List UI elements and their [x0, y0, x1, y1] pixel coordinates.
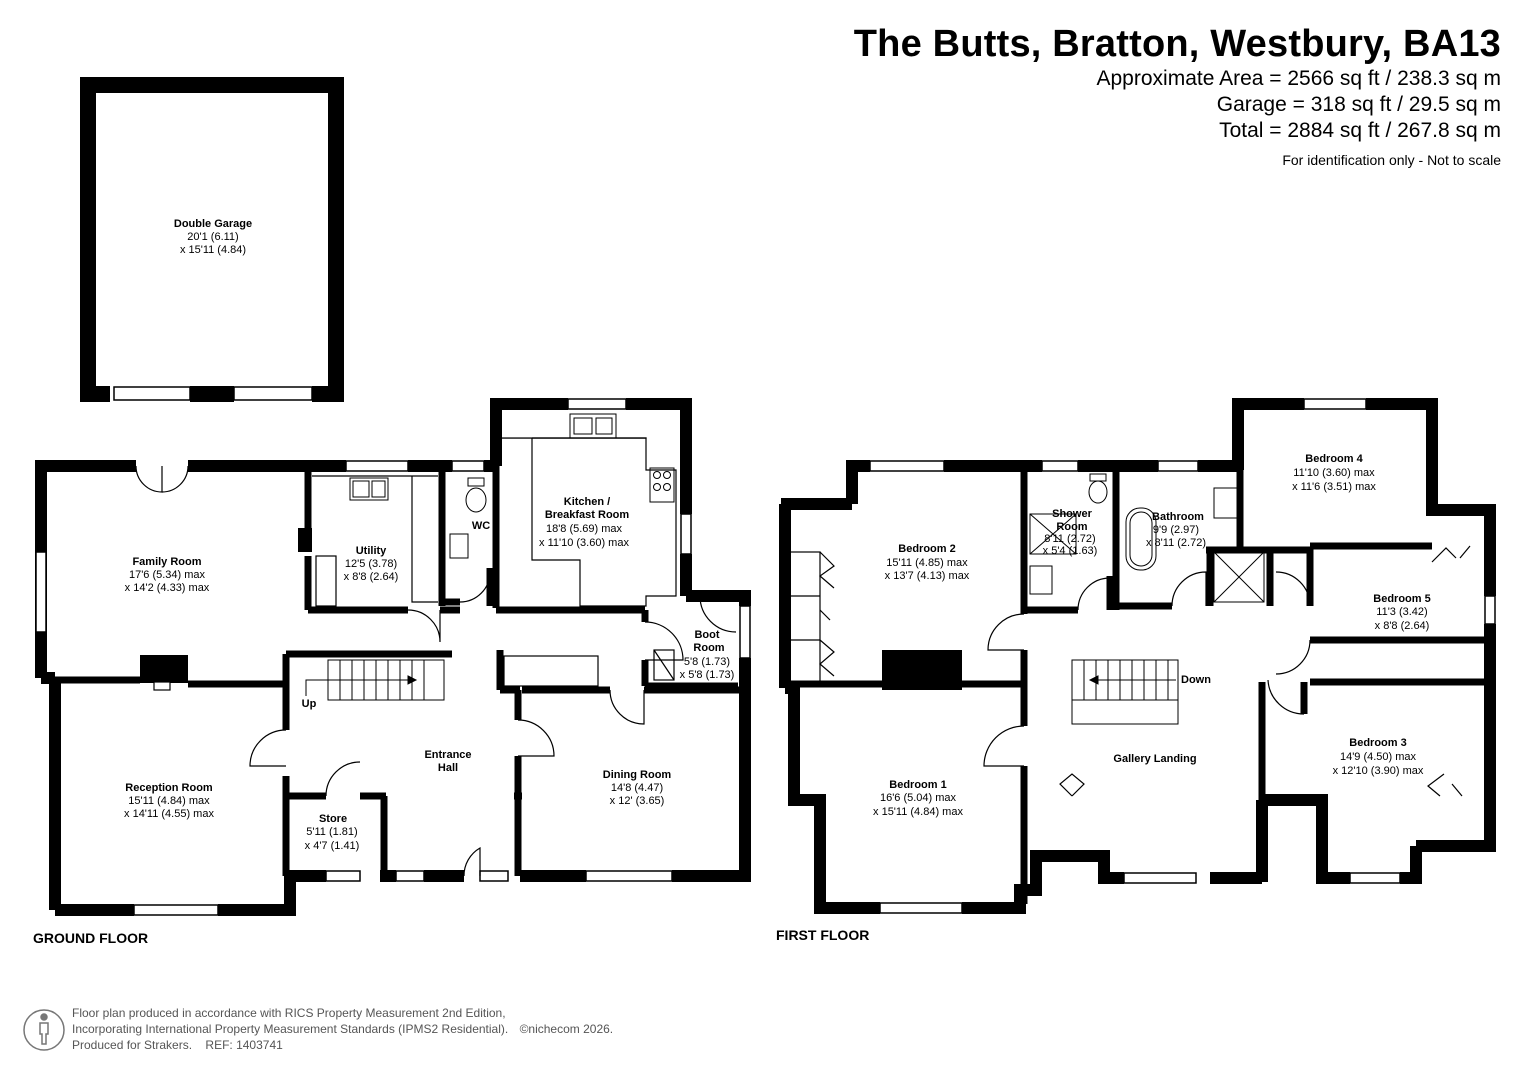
boot-room-name2: Room — [693, 642, 724, 654]
bedroom4-dim1: 11'10 (3.60) max — [1293, 467, 1375, 479]
toilet-icon — [465, 477, 487, 513]
garage-door-left — [113, 386, 191, 401]
hob-icon — [649, 467, 675, 503]
bathroom-dim2: x 8'11 (2.72) — [1146, 537, 1206, 549]
footer-line1: Floor plan produced in accordance with R… — [72, 1006, 506, 1020]
family-room-dim2: x 14'2 (4.33) max — [125, 582, 210, 594]
footer: Floor plan produced in accordance with R… — [72, 1005, 613, 1053]
footer-copyright: ©nichecom 2026. — [519, 1022, 614, 1036]
garage-area: Garage = 318 sq ft / 29.5 sq m — [1216, 93, 1501, 116]
bedroom2-dim2: x 13'7 (4.13) max — [885, 570, 970, 582]
garage-dim2: x 15'11 (4.84) — [180, 244, 246, 256]
total-area: Total = 2884 sq ft / 267.8 sq m — [1219, 119, 1501, 142]
bathroom-name: Bathroom — [1152, 511, 1204, 523]
bathroom-dim1: 9'9 (2.97) — [1153, 524, 1199, 536]
store-dim2: x 4'7 (1.41) — [305, 840, 360, 852]
bedroom1-name: Bedroom 1 — [889, 779, 946, 791]
bedroom4-dim2: x 11'6 (3.51) max — [1292, 481, 1376, 493]
family-room-dim1: 17'6 (5.34) max — [129, 569, 206, 581]
ground-floor-windows — [35, 398, 751, 916]
approx-area: Approximate Area = 2566 sq ft / 238.3 sq… — [1096, 67, 1502, 90]
toilet-icon — [1029, 473, 1239, 595]
shower-dim2: x 5'4 (1.63) — [1043, 545, 1098, 557]
utility-name: Utility — [356, 545, 387, 557]
ground-floor-walls — [35, 398, 751, 916]
first-floor-doors — [983, 545, 1471, 797]
stairs-down-label: Down — [1181, 674, 1211, 686]
shower-name2: Room — [1056, 521, 1087, 533]
store-name: Store — [319, 813, 347, 825]
garage-door-right — [233, 386, 313, 401]
dining-name: Dining Room — [603, 769, 672, 781]
bedroom3-dim1: 14'9 (4.50) max — [1340, 751, 1417, 763]
garage-name: Double Garage — [174, 218, 252, 230]
footer-line2: Incorporating International Property Mea… — [72, 1022, 509, 1036]
bedroom4-name: Bedroom 4 — [1305, 453, 1363, 465]
wc-name: WC — [472, 520, 490, 532]
reception-dim2: x 14'11 (4.55) max — [124, 808, 214, 820]
bedroom1-dim2: x 15'11 (4.84) max — [873, 806, 963, 818]
double-garage — [80, 77, 344, 402]
dining-dim2: x 12' (3.65) — [610, 795, 665, 807]
footer-line2-row: Incorporating International Property Mea… — [72, 1021, 613, 1037]
shower-name1: Shower — [1052, 508, 1092, 520]
entrance-hall-name2: Hall — [438, 762, 458, 774]
first-floor-label: FIRST FLOOR — [776, 927, 869, 943]
shower-dim1: 8'11 (2.72) — [1044, 533, 1095, 545]
footer-line3-row: Produced for Strakers. REF: 1403741 — [72, 1037, 613, 1053]
boot-room-name1: Boot — [694, 629, 719, 641]
bedroom3-dim2: x 12'10 (3.90) max — [1333, 765, 1424, 777]
bedroom5-dim1: 11'3 (3.42) — [1376, 606, 1427, 618]
reception-dim1: 15'11 (4.84) max — [128, 795, 210, 807]
bedroom2-wardrobes — [789, 551, 835, 683]
ground-floor-doors — [135, 465, 737, 877]
footer-ref: REF: 1403741 — [205, 1038, 283, 1052]
boot-room-dim2: x 5'8 (1.73) — [680, 669, 735, 681]
bedroom1-dim1: 16'6 (5.04) max — [880, 792, 957, 804]
kitchen-dim1: 18'8 (5.69) max — [546, 523, 623, 535]
entrance-hall-name1: Entrance — [424, 749, 471, 761]
bedroom5-name: Bedroom 5 — [1373, 593, 1430, 605]
first-floor-internal-walls — [790, 470, 1484, 904]
shower-tray-icon — [1029, 513, 1265, 603]
kitchen-name2: Breakfast Room — [545, 509, 630, 521]
utility-dim2: x 8'8 (2.64) — [344, 571, 399, 583]
bedroom3-name: Bedroom 3 — [1349, 737, 1406, 749]
scale-note: For identification only - Not to scale — [1282, 152, 1501, 168]
sink-icon — [349, 413, 617, 559]
store-dim1: 5'11 (1.81) — [306, 826, 357, 838]
boot-room-dim1: 5'8 (1.73) — [684, 656, 730, 668]
gallery-landing-name: Gallery Landing — [1113, 753, 1196, 765]
ground-stairs — [305, 659, 445, 701]
first-floor-windows — [869, 398, 1496, 914]
family-room-name: Family Room — [132, 556, 201, 568]
garage-dim1: 20'1 (6.11) — [187, 231, 238, 243]
ground-floor-internal-walls — [44, 466, 744, 876]
bedroom2-dim1: 15'11 (4.85) max — [886, 557, 968, 569]
utility-dim1: 12'5 (3.78) — [345, 558, 397, 570]
property-title: The Butts, Bratton, Westbury, BA13 — [853, 23, 1501, 65]
bedroom5-dim2: x 8'8 (2.64) — [1375, 620, 1430, 632]
kitchen-dim2: x 11'10 (3.60) max — [539, 537, 629, 549]
header: The Butts, Bratton, Westbury, BA13 Appro… — [854, 22, 1501, 170]
ground-floor-label: GROUND FLOOR — [33, 930, 148, 946]
first-stairs — [1071, 659, 1179, 725]
first-floor-walls — [779, 398, 1496, 914]
reception-name: Reception Room — [125, 782, 213, 794]
bath-icon — [1125, 507, 1157, 571]
person-icon — [23, 1009, 65, 1051]
ground-fixtures — [140, 437, 677, 691]
dining-dim1: 14'8 (4.47) — [611, 782, 663, 794]
kitchen-name1: Kitchen / — [564, 496, 610, 508]
footer-line3: Produced for Strakers. — [72, 1038, 193, 1052]
bedroom2-name: Bedroom 2 — [898, 543, 955, 555]
stairs-up-label: Up — [302, 698, 317, 710]
chimney — [882, 650, 962, 690]
